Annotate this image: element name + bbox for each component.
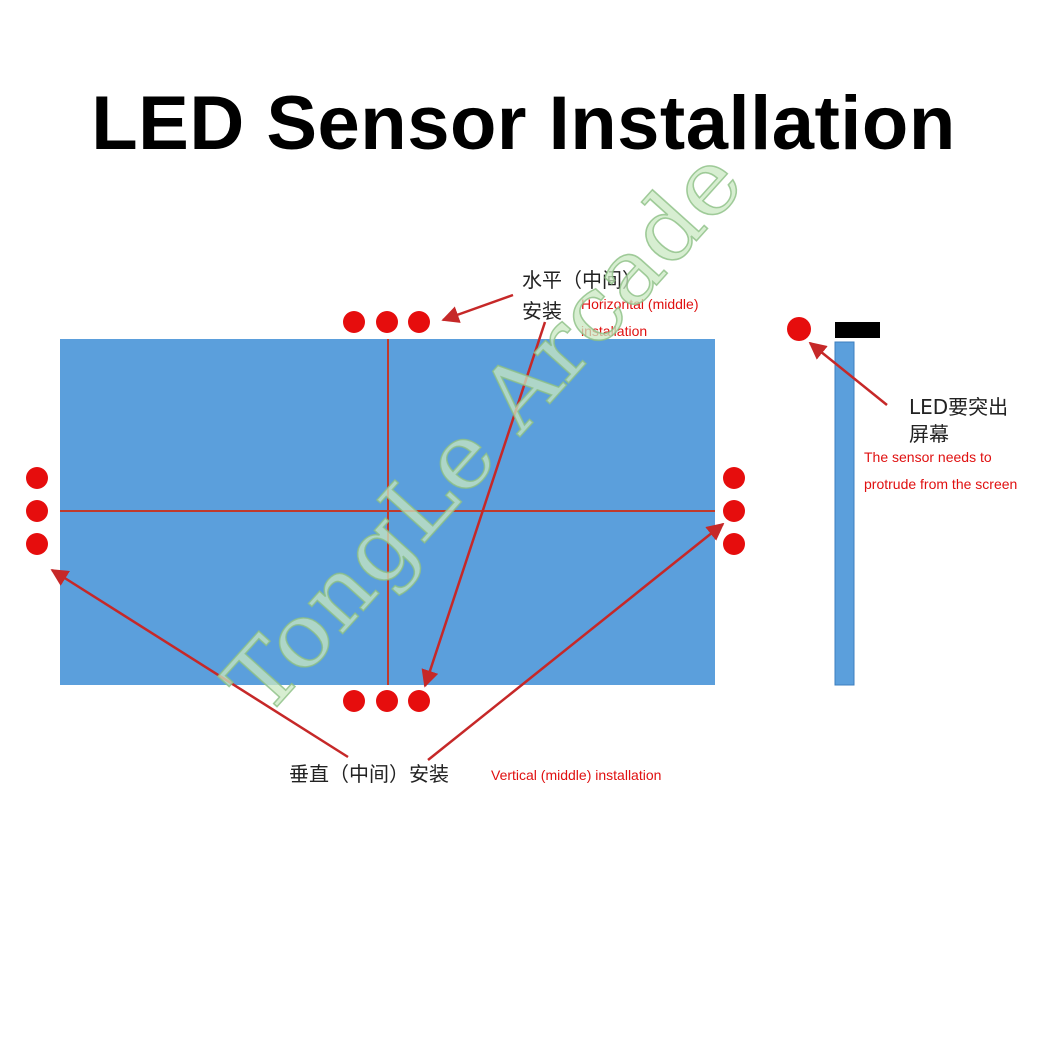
sensor-bracket — [835, 322, 880, 338]
led-dot — [408, 311, 430, 333]
led-dot — [723, 467, 745, 489]
arrow-to-left-leds — [50, 568, 349, 759]
led-dot — [343, 311, 365, 333]
arrow-to-right-leds — [427, 522, 725, 761]
led-dot — [723, 500, 745, 522]
led-dot — [408, 690, 430, 712]
right-led-group — [723, 467, 745, 555]
led-dot — [26, 533, 48, 555]
protrude-label-en-1: The sensor needs to — [864, 449, 992, 465]
side-led-sensor — [787, 317, 811, 341]
led-dot — [723, 533, 745, 555]
led-dot — [376, 690, 398, 712]
led-dot — [26, 467, 48, 489]
left-led-group — [26, 467, 48, 555]
led-dot — [26, 500, 48, 522]
vertical-label-cn: 垂直（中间）安装 — [289, 762, 449, 786]
horizontal-label-cn-1: 水平（中间） — [522, 268, 642, 292]
bottom-led-group — [343, 690, 430, 712]
screen-side-view — [834, 341, 855, 686]
led-dot — [376, 311, 398, 333]
protrude-label-en-2: protrude from the screen — [864, 476, 1017, 492]
horizontal-label-en-1: Horizontal (middle) — [581, 296, 698, 312]
protrude-label-cn-1: LED要突出 — [909, 395, 1008, 419]
top-led-group — [343, 311, 430, 333]
horizontal-label-en-2: installation — [581, 323, 647, 339]
arrow-to-side-led — [808, 341, 888, 406]
horizontal-label-cn-2: 安装 — [522, 299, 562, 323]
page-title: LED Sensor Installation — [91, 81, 956, 166]
protrude-label-cn-2: 屏幕 — [909, 422, 949, 446]
arrow-to-bottom-leds — [421, 321, 547, 688]
arrow-to-top-leds — [441, 293, 514, 323]
vertical-label-en: Vertical (middle) installation — [491, 767, 661, 783]
led-dot — [343, 690, 365, 712]
